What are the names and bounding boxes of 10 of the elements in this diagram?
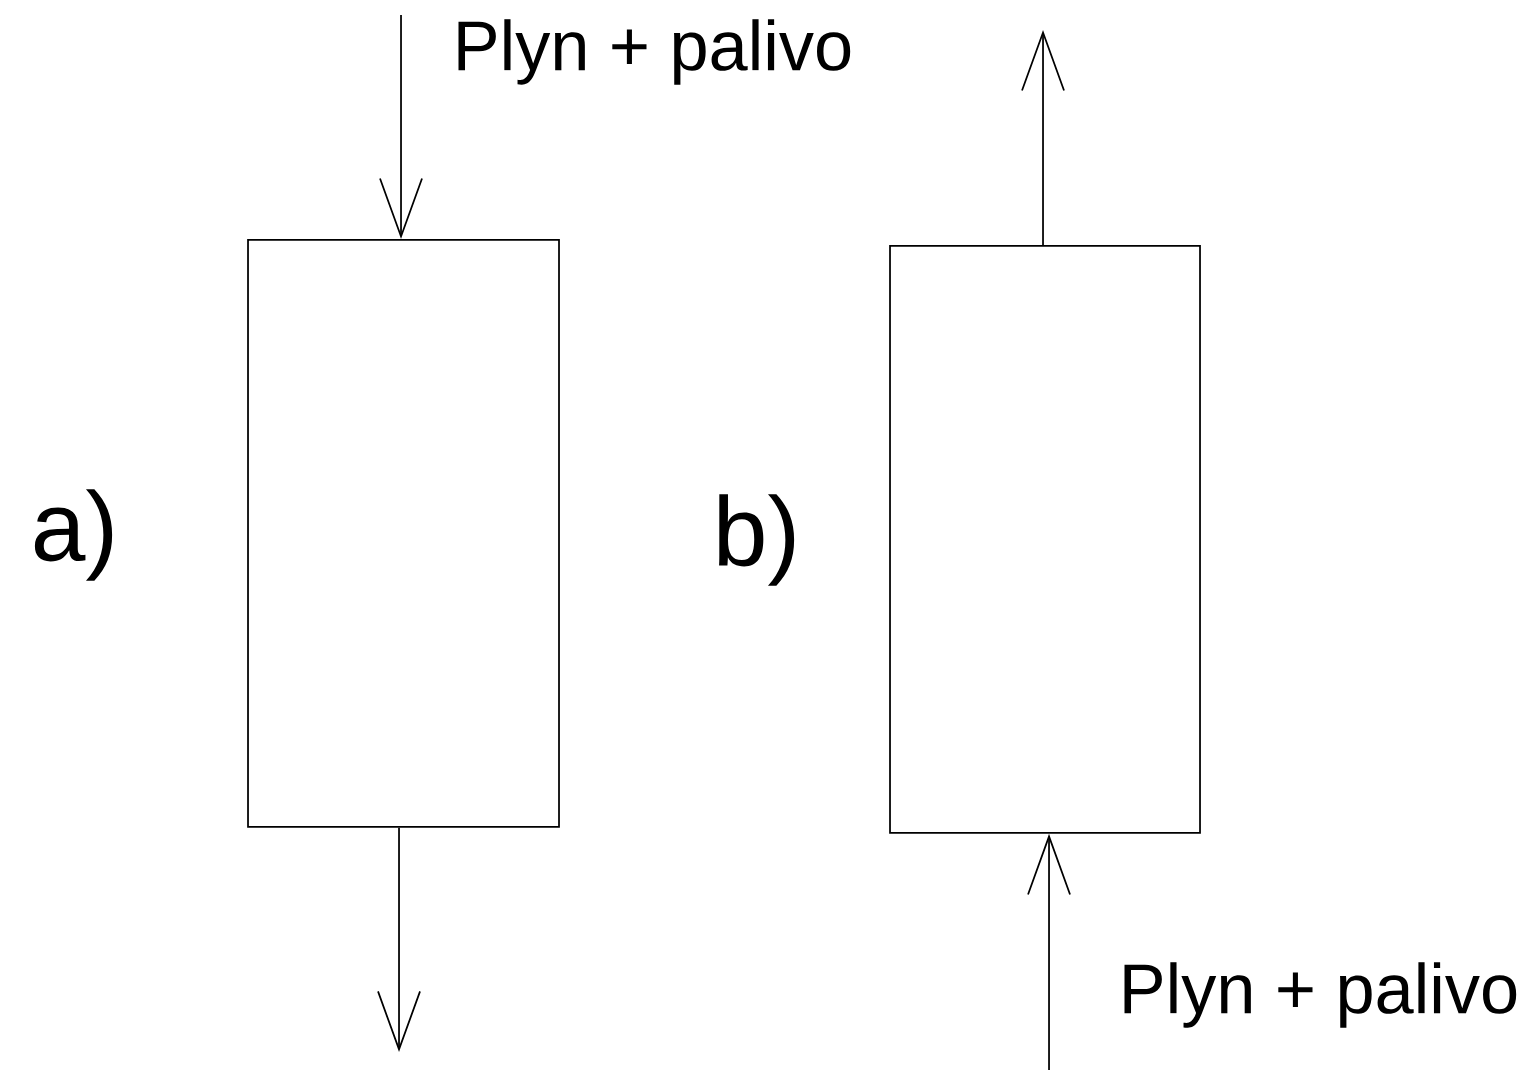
arrow [379, 14, 423, 240]
edge-label: Plyn + palivo [1124, 962, 1517, 1028]
panel-label: b) [719, 494, 795, 586]
empty-box [889, 245, 1201, 834]
edge-label: Plyn + palivo [458, 19, 851, 85]
arrow [1027, 833, 1071, 1071]
panel-label: a) [34, 489, 113, 581]
empty-box [247, 239, 560, 828]
arrow [377, 827, 421, 1052]
arrow [1021, 29, 1065, 246]
